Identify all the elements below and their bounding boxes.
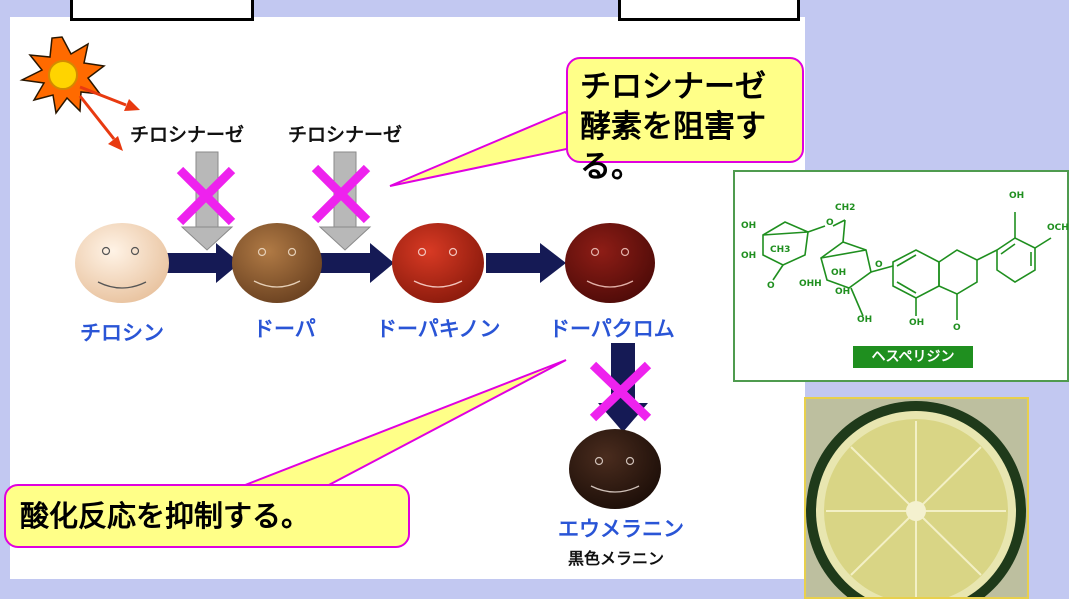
inhibition-cross-3 [589, 361, 652, 422]
top-tab-left [70, 0, 254, 21]
sun-core [48, 60, 78, 90]
label-dopaquinone: ドーパキノン [376, 317, 501, 341]
reaction-arrow-3 [486, 243, 566, 283]
label-black-melanin: 黒色メラニン [568, 549, 665, 568]
atom-o-keto: O [953, 323, 961, 333]
atom-o-ch2: O [826, 218, 834, 228]
atom-o-bottom: O [767, 281, 775, 291]
reaction-arrow-1 [166, 243, 240, 283]
label-tyrosine: チロシン [80, 321, 164, 345]
molecule-dopachrome [565, 223, 655, 303]
atom-oh-top: OH [1009, 191, 1024, 201]
molecule-tyrosine [75, 223, 169, 303]
atom-ch3: CH3 [770, 245, 790, 255]
molecule-eumelanin [569, 429, 661, 509]
atom-oh-left: OH [741, 221, 756, 231]
top-tab-right [618, 0, 800, 21]
atom-oh-mid: OH [831, 268, 846, 278]
enzyme-label-1: チロシナーゼ [130, 124, 245, 146]
atom-ch2: CH2 [835, 203, 855, 213]
molecule-dopaquinone [392, 223, 484, 303]
atom-oh-left2: OH [741, 251, 756, 261]
atom-oh-bottom: OH [857, 315, 872, 325]
label-eumelanin: エウメラニン [558, 517, 684, 541]
reaction-arrow-2 [314, 243, 394, 283]
enzyme-label-2: チロシナーゼ [288, 124, 403, 146]
inhibition-cross-2 [311, 164, 371, 224]
callout-top: チロシナーゼ酵素を阻害する。 [566, 57, 804, 185]
label-dopachrome: ドーパクロム [549, 317, 675, 341]
atom-och3: OCH3 [1047, 223, 1069, 233]
label-dopa: ドーパ [253, 317, 316, 341]
inhibition-cross-1 [176, 166, 236, 226]
atom-o-link: O [875, 260, 883, 270]
hesperidin-structure: OH OCH3 O CH2 CH3 OH OH O OHH OH O OH OH… [741, 191, 1069, 333]
atom-oh-sugar: OH [835, 287, 850, 297]
atom-ohh: OHH [799, 279, 822, 289]
molecule-dopa [232, 223, 322, 303]
lime-image [806, 399, 1027, 597]
uv-ray-arrows [78, 85, 140, 151]
lime-photo [804, 397, 1029, 599]
callout-bottom: 酸化反応を抑制する。 [4, 484, 410, 548]
callout-bottom-tail [239, 359, 567, 488]
atom-oh-ring: OH [909, 318, 924, 328]
hesperidin-label: ヘスペリジン [853, 346, 973, 368]
